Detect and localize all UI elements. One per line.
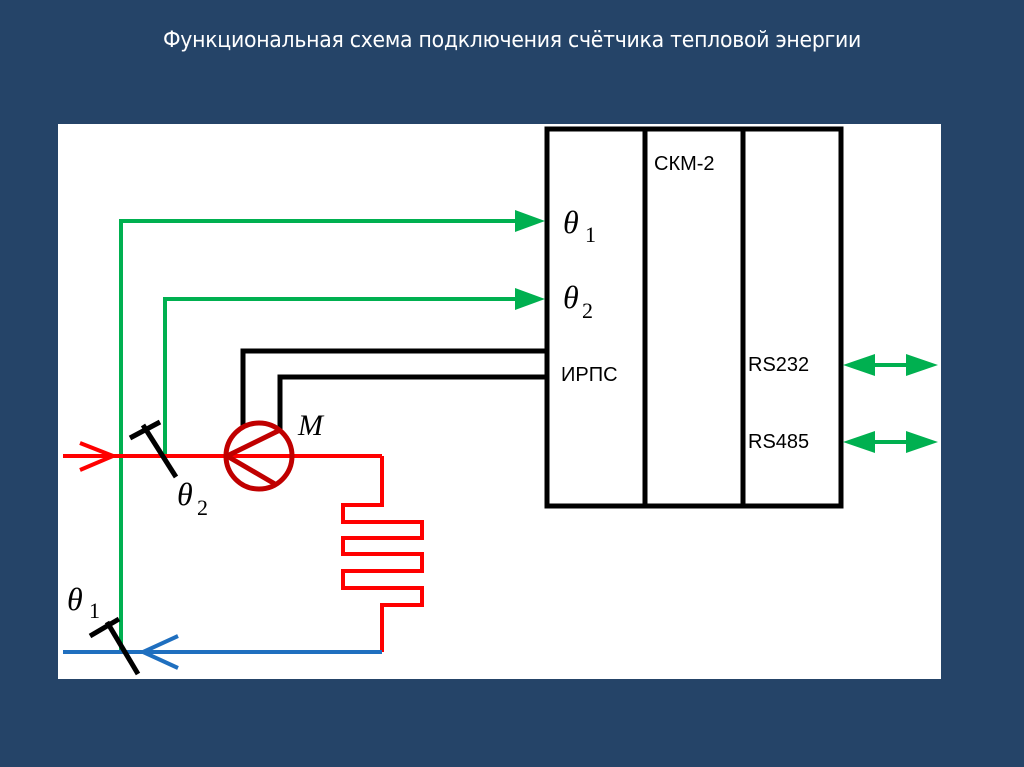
theta2-arrowhead-icon — [515, 288, 545, 310]
svg-text:2: 2 — [582, 298, 593, 323]
device-outline — [544, 126, 844, 509]
input-theta1-label: θ 1 — [563, 204, 596, 247]
interface-rs485-label: RS485 — [748, 431, 809, 453]
device-block — [544, 126, 844, 509]
interface-rs232-label: RS232 — [748, 354, 809, 376]
irps-wiring — [240, 348, 545, 430]
sensor-theta2-icon — [128, 419, 179, 479]
sensor-theta2-label: θ 2 — [177, 476, 208, 520]
slide-title: Функциональная схема подключения счётчик… — [162, 28, 862, 53]
pump-icon — [223, 420, 295, 492]
svg-text:2: 2 — [197, 495, 208, 520]
flow-return-arrow-icon — [138, 634, 179, 670]
svg-text:θ: θ — [177, 476, 193, 512]
svg-text:θ: θ — [563, 279, 579, 315]
flow-in-arrow-icon — [79, 441, 119, 472]
svg-text:θ: θ — [563, 204, 579, 240]
input-theta2-label: θ 2 — [563, 279, 593, 323]
theta1-signal-line — [119, 210, 545, 650]
rs485-double-arrow-icon — [843, 431, 938, 453]
theta2-signal-line — [163, 288, 545, 456]
sensor-theta1-icon — [88, 616, 141, 676]
svg-text:θ: θ — [67, 581, 83, 617]
pump-label: M — [297, 409, 325, 442]
device-name: СКМ-2 — [654, 153, 715, 175]
sensor-theta1-label: θ 1 — [67, 581, 100, 623]
heater-serpentine-icon — [341, 456, 424, 652]
svg-text:1: 1 — [585, 222, 596, 247]
svg-text:1: 1 — [89, 598, 100, 623]
theta1-arrowhead-icon — [515, 210, 545, 232]
input-irps-label: ИРПС — [561, 364, 618, 386]
rs232-double-arrow-icon — [843, 354, 938, 376]
diagram-panel — [58, 124, 941, 679]
